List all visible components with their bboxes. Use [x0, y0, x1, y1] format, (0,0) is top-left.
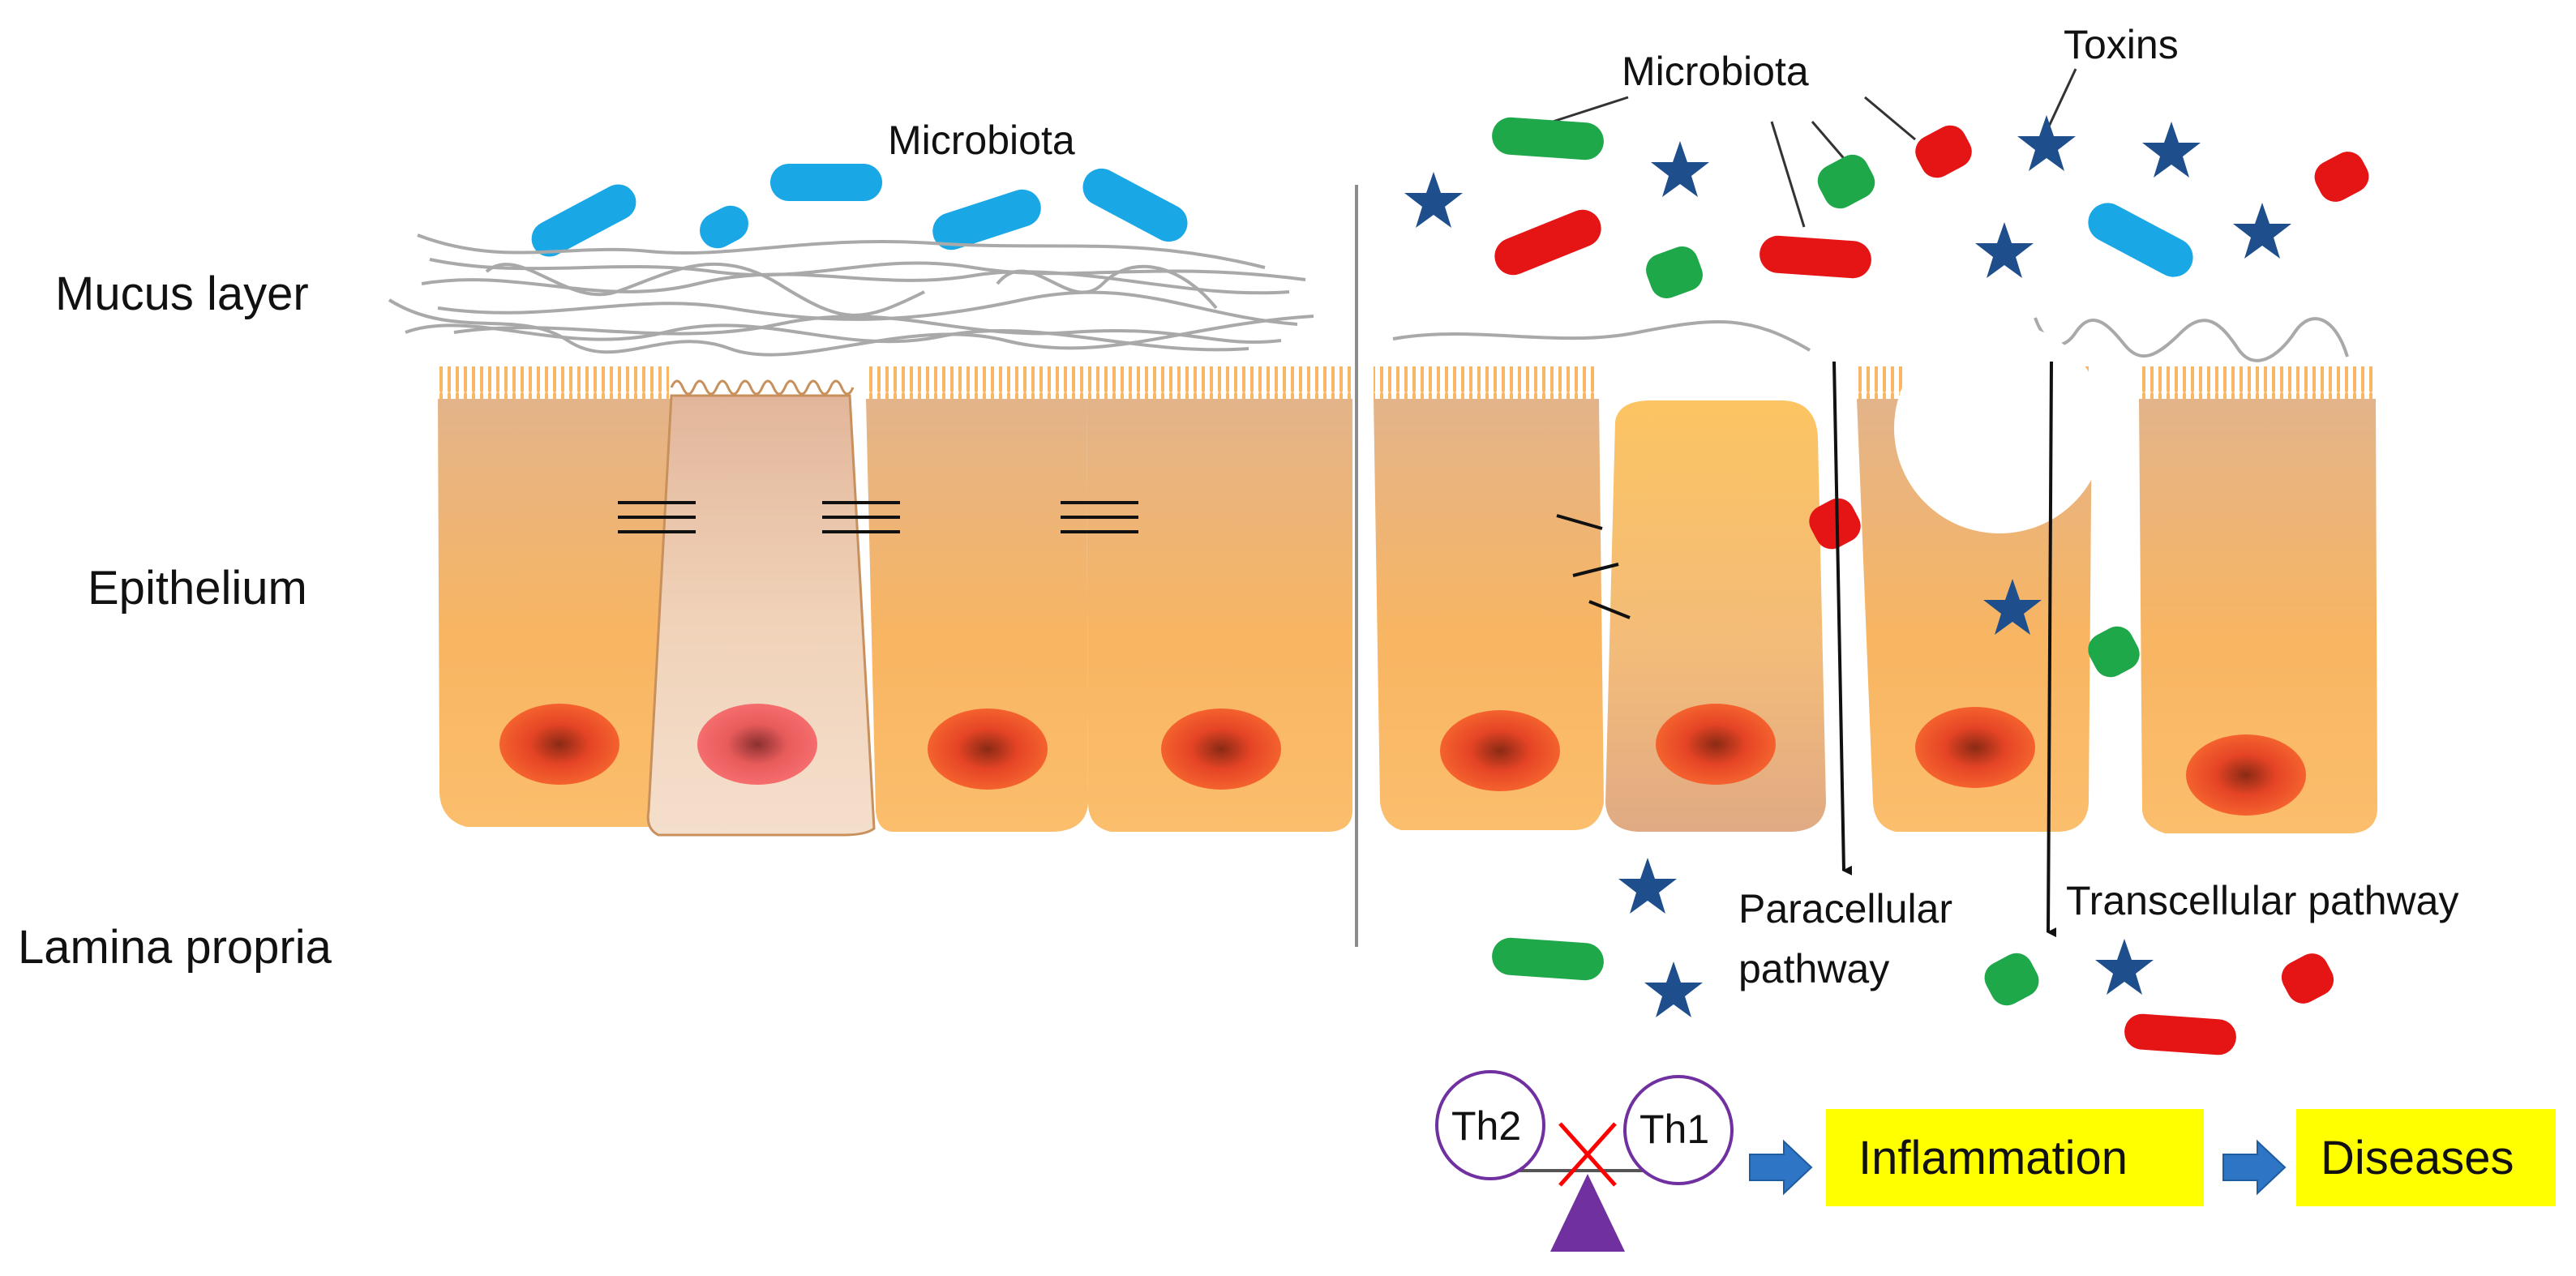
nucleus: [2186, 734, 2306, 816]
nucleus: [928, 709, 1048, 790]
right-arrow-icon: [2222, 1139, 2287, 1196]
green-rod-bacterium: [1817, 154, 1875, 209]
red-rod-bacterium: [1809, 498, 1861, 550]
red-rod-bacterium: [2314, 152, 2369, 202]
epithelial-cell: [2139, 399, 2377, 833]
th-balance: Th2 Th1: [1435, 1070, 1734, 1252]
imbalance-cross-icon: [1558, 1122, 1617, 1187]
balance-fulcrum: [1550, 1174, 1625, 1252]
th1-label: Th1: [1639, 1107, 1709, 1152]
toxin-star: [2142, 122, 2201, 178]
leader-lines: [1552, 68, 2077, 228]
epithelium-right: [1374, 323, 2377, 833]
toxin-star: [2233, 203, 2291, 259]
green-rod-bacterium: [1492, 937, 1604, 981]
paracellular-arrow: [1832, 361, 1853, 876]
diseases-label: Diseases: [2321, 1132, 2514, 1184]
damaged-epithelial-cell: [1605, 400, 1826, 832]
red-rod-bacterium: [1494, 209, 1601, 276]
nucleus: [1161, 709, 1281, 790]
microbiota-label-right: Microbiota: [1622, 49, 1809, 94]
red-rod-bacterium: [1915, 125, 1972, 178]
cell-vacuole: [1894, 323, 2105, 533]
toxin-star: [1651, 141, 1709, 197]
green-rod-bacterium: [1492, 117, 1604, 161]
red-rod-bacterium: [1759, 235, 1871, 279]
blue-rod-bacterium: [932, 189, 1041, 250]
epithelium-left: [438, 366, 1354, 837]
paracellular-pathway-label-line1: Paracellular: [1738, 886, 1952, 931]
right-arrow-icon: [1749, 1139, 1813, 1196]
transcellular-pathway-label: Transcellular pathway: [2066, 878, 2458, 923]
th1-circle: [1623, 1075, 1734, 1185]
microbiota-label-left: Microbiota: [888, 118, 1075, 163]
nucleus: [697, 704, 817, 785]
blue-rod-bacterium: [531, 184, 636, 257]
tight-junction-marks: [618, 501, 1138, 533]
lamina-propria-invaders: [1492, 858, 2334, 1055]
toxin-star: [1975, 222, 2034, 278]
broken-tight-junction-marks: [1556, 514, 1631, 619]
nucleus: [1915, 707, 2035, 788]
blue-rod-bacterium: [1082, 168, 1188, 242]
paracellular-pathway-label-line2: pathway: [1738, 946, 1889, 991]
mucus-fibres-left: [388, 233, 1314, 357]
pathway-arrows: [1832, 361, 2057, 938]
blue-rod-bacterium: [2088, 203, 2193, 277]
green-rod-bacterium: [1646, 246, 1703, 298]
red-rod-bacterium: [2124, 1013, 2236, 1055]
toxin-star: [1618, 858, 1677, 914]
diseases-box: [2296, 1109, 2556, 1206]
nucleus: [1656, 704, 1776, 785]
th2-label: Th2: [1451, 1103, 1521, 1149]
red-rod-bacterium: [2281, 953, 2334, 1004]
epithelial-cell: [1374, 399, 1604, 830]
blue-rod-bacterium: [770, 164, 882, 201]
microbiota-right-group: [1492, 117, 2369, 298]
th2-circle: [1435, 1070, 1545, 1180]
epithelial-cell: [438, 399, 671, 827]
toxin-star: [2017, 115, 2076, 171]
transcellular-arrow: [2047, 361, 2057, 938]
blue-rod-bacterium: [700, 205, 748, 249]
mucus-fibres-right: [1392, 317, 2349, 362]
lamina-propria-label: Lamina propria: [18, 921, 332, 974]
microbiota-left-group: [531, 164, 1188, 257]
inflammation-box: [1826, 1109, 2204, 1206]
mucus-layer-label: Mucus layer: [55, 268, 309, 320]
green-rod-bacterium: [1984, 953, 2039, 1006]
toxins-label: Toxins: [2064, 22, 2179, 67]
blue-arrows: [1749, 1139, 2287, 1196]
epithelial-cell: [1087, 399, 1352, 832]
nucleus: [1440, 710, 1560, 791]
toxin-star: [2095, 939, 2154, 995]
toxin-star: [1644, 961, 1703, 1017]
toxin-star: [1404, 172, 1463, 228]
epithelium-label: Epithelium: [88, 562, 307, 614]
nucleus: [499, 704, 619, 785]
green-rod-bacterium: [2088, 626, 2140, 678]
inflammation-label: Inflammation: [1858, 1132, 2128, 1184]
